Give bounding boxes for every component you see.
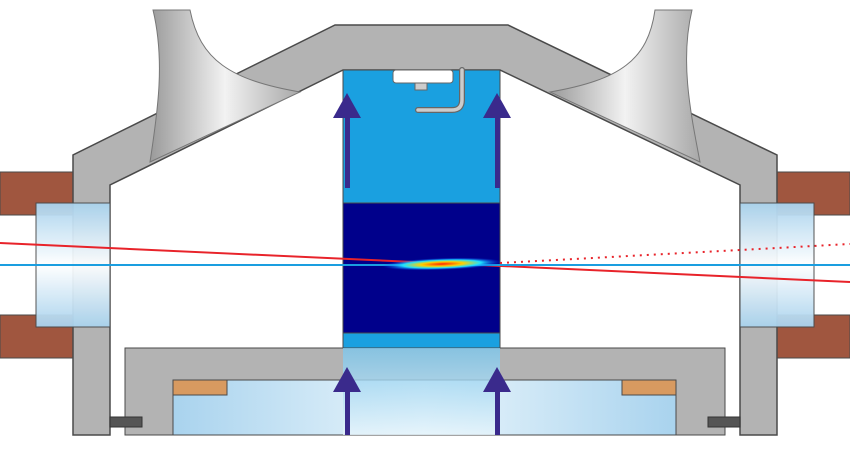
- column-band: [342, 332, 501, 349]
- arrow-up-icon: [333, 367, 361, 435]
- left-horn: [149, 9, 302, 163]
- column-top: [342, 69, 501, 204]
- left-pad: [172, 379, 228, 396]
- right-horn: [548, 9, 701, 163]
- right-pad: [621, 379, 677, 396]
- fixture-stub: [414, 82, 428, 91]
- arrow-up-icon: [333, 93, 361, 188]
- left-clamp: [109, 416, 143, 428]
- interaction-spot: [382, 257, 502, 271]
- scattered-beam: [499, 243, 850, 264]
- column-bottom: [343, 348, 500, 435]
- housing-shell: [72, 24, 778, 436]
- right-clamp: [707, 416, 741, 428]
- arrow-up-icon: [483, 93, 511, 188]
- flow-arrows: [333, 93, 511, 435]
- arrow-up-icon: [483, 367, 511, 435]
- top-fixture: [392, 69, 454, 84]
